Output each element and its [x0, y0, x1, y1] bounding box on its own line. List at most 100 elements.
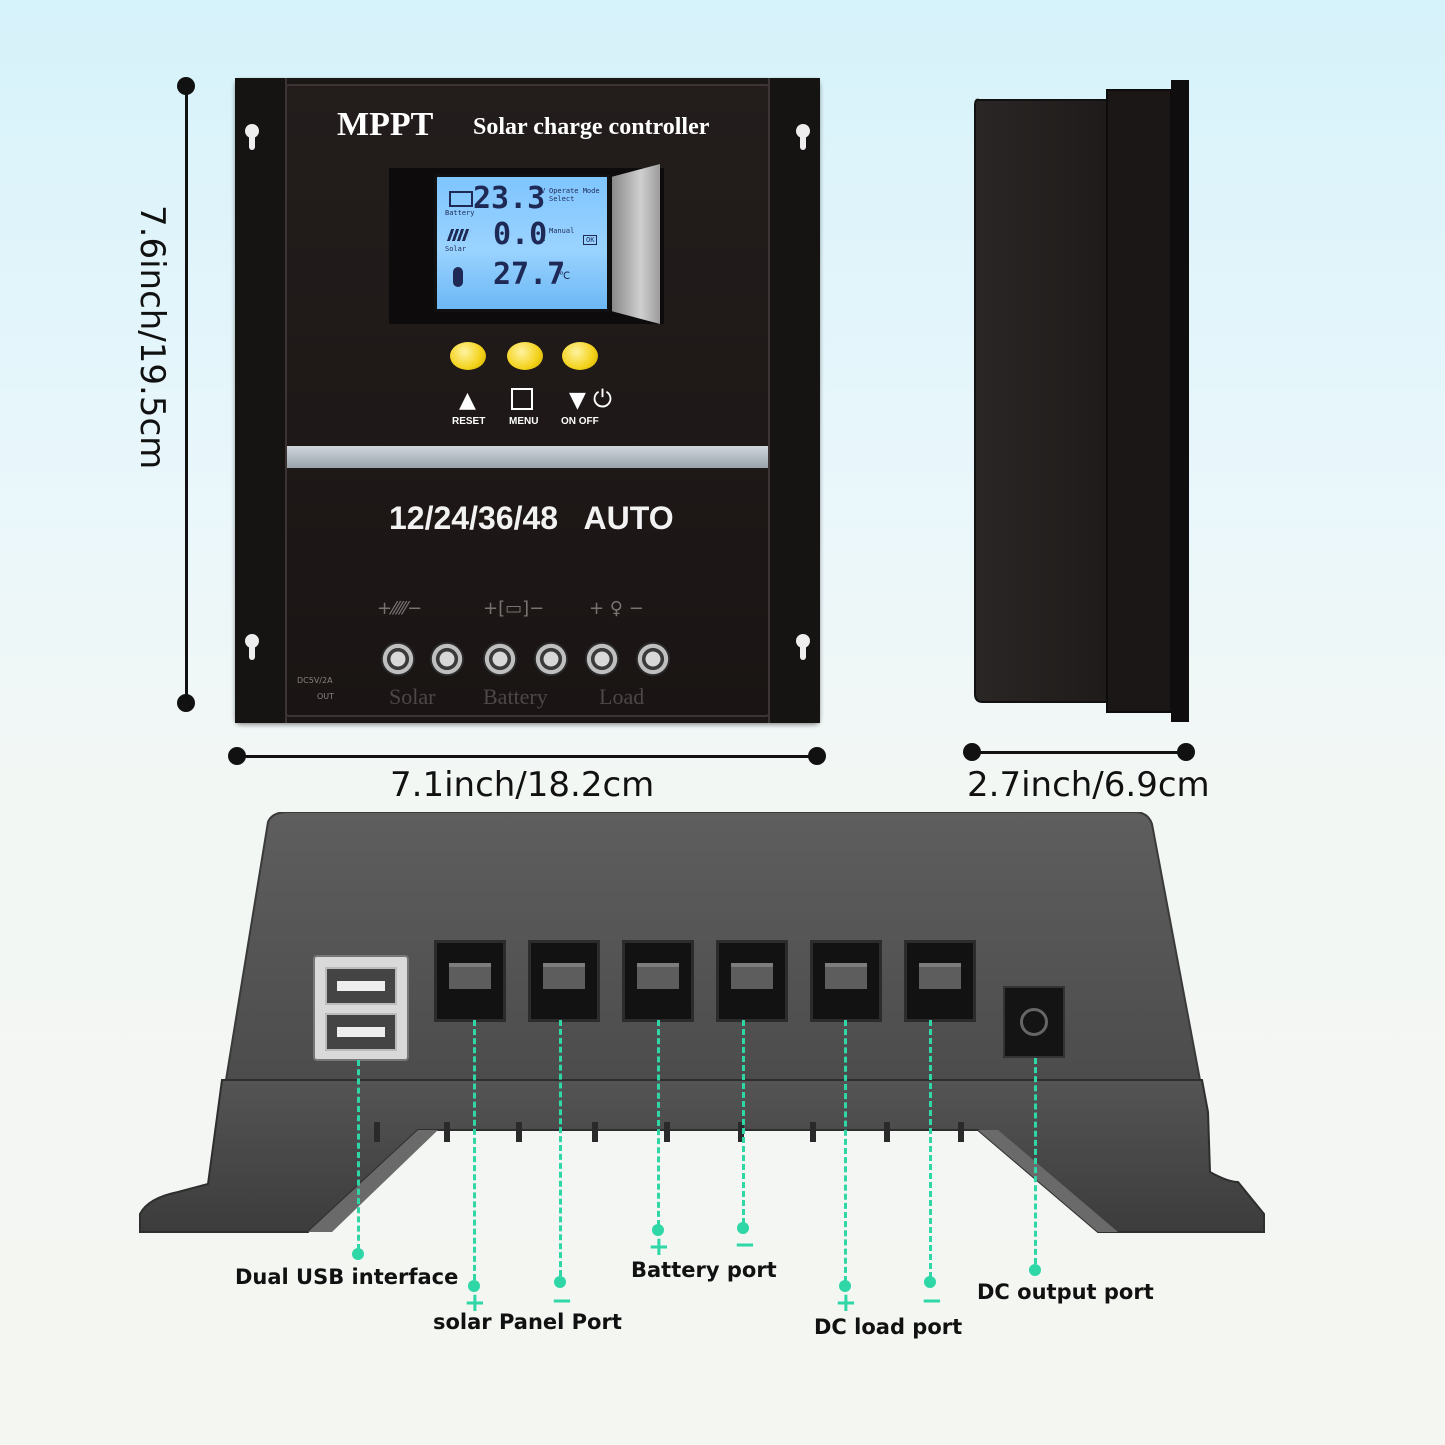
controller-faceplate: MPPT Solar charge controller Battery 23.…: [285, 84, 770, 717]
bottom-housing-shape: [139, 811, 1265, 1233]
lcd-temp-unit: ℃: [559, 271, 571, 282]
system-voltage-label: 12/24/36/48 AUTO: [389, 500, 674, 536]
solar-terminal-label: Solar: [389, 684, 436, 709]
lcd-screen: Battery 23.3 V Operate Mode Select Solar…: [434, 174, 610, 312]
battery-positive-leader-line: [657, 1020, 660, 1226]
side-profile-shape: [974, 80, 1189, 722]
solar-terminal-symbol-icon: +⁄⁄⁄⁄⁄−: [377, 598, 423, 619]
dual-usb-port: [313, 955, 409, 1061]
mounting-ear-left: [235, 78, 287, 723]
controller-bottom-view: [138, 811, 1266, 1234]
solar-negative-leader-line: [559, 1020, 562, 1276]
up-arrow-icon: ▲: [459, 388, 476, 413]
depth-dimension-right-dot: [1177, 743, 1195, 761]
depth-dimension-label: 2.7inch/6.9cm: [967, 765, 1210, 805]
height-dimension-top-dot: [177, 77, 195, 95]
load-plus-sign: +: [835, 1288, 857, 1318]
solar-panel-icon: [446, 229, 472, 241]
height-dimension-bottom-dot: [177, 694, 195, 712]
solar-plus-sign: +: [464, 1288, 486, 1318]
depth-dimension-left-dot: [963, 743, 981, 761]
controller-side-view: [973, 80, 1191, 722]
solar-negative-leader-dot: [554, 1276, 566, 1288]
solar-minus-sign: −: [551, 1286, 573, 1316]
down-arrow-icon: ▼: [569, 388, 586, 413]
mounting-hole-icon: [243, 124, 261, 150]
load-positive-screw: [585, 642, 619, 676]
battery-positive-screw: [483, 642, 517, 676]
dc-output-jack: [1003, 986, 1065, 1058]
lcd-amp-unit: A: [541, 235, 546, 243]
depth-dimension-line: [972, 751, 1186, 754]
reset-button-label: RESET: [452, 416, 486, 427]
solar-port-label: solar Panel Port: [433, 1310, 622, 1334]
battery-minus-sign: −: [734, 1230, 756, 1260]
load-negative-screw: [636, 642, 670, 676]
width-dimension-right-dot: [808, 747, 826, 765]
width-dimension-left-dot: [228, 747, 246, 765]
battery-plus-sign: +: [648, 1232, 670, 1262]
lcd-battery-label: Battery: [445, 209, 475, 217]
load-negative-leader-dot: [924, 1276, 936, 1288]
solar-positive-leader-line: [473, 1020, 476, 1280]
dc-output-leader-line: [1034, 1058, 1037, 1264]
lcd-ok-label: OK: [583, 235, 598, 245]
solar-current-readout: 0.0: [493, 217, 548, 252]
dc-output-leader-dot: [1029, 1264, 1041, 1276]
solar-positive-screw: [381, 642, 415, 676]
menu-button-label: MENU: [509, 416, 539, 427]
lcd-volt-unit: V: [541, 187, 546, 195]
usb-slot: [325, 967, 397, 1005]
usb-leader-dot: [352, 1248, 364, 1260]
battery-negative-screw: [534, 642, 568, 676]
height-dimension-label: 7.6inch/19.5cm: [132, 205, 172, 470]
menu-button[interactable]: [507, 342, 543, 370]
width-dimension-label: 7.1inch/18.2cm: [390, 765, 655, 805]
lcd-manual-label: Manual: [549, 227, 575, 235]
height-dimension-line: [185, 85, 188, 703]
solar-positive-port: [434, 940, 506, 1022]
battery-negative-leader-dot: [737, 1222, 749, 1234]
lcd-mode-line1: Operate Mode: [549, 187, 600, 195]
battery-icon: [449, 191, 473, 207]
down-onoff-button[interactable]: [562, 342, 598, 370]
brand-label: MPPT: [337, 106, 434, 143]
load-positive-port: [810, 940, 882, 1022]
lcd-cover-flap: [612, 164, 660, 324]
load-terminal-symbol-icon: + ♀ −: [589, 598, 644, 619]
controller-front-view: MPPT Solar charge controller Battery 23.…: [235, 78, 820, 723]
menu-icon: [511, 388, 533, 410]
battery-terminal-symbol-icon: +[▭]−: [483, 598, 545, 619]
battery-terminal-label: Battery: [483, 684, 548, 709]
mounting-hole-icon: [794, 634, 812, 660]
battery-port-label: Battery port: [631, 1258, 777, 1282]
dc-output-port-label: DC output port: [977, 1280, 1154, 1304]
usb-rating-label: DC5V/2A: [297, 676, 333, 685]
solar-positive-leader-dot: [468, 1280, 480, 1292]
reset-up-button[interactable]: [450, 342, 486, 370]
load-negative-leader-line: [929, 1020, 932, 1278]
usb-slot: [325, 1013, 397, 1051]
load-minus-sign: −: [921, 1286, 943, 1316]
onoff-button-label: ON OFF: [561, 416, 599, 427]
silver-divider-strip: [287, 446, 768, 468]
temperature-readout: 27.7: [493, 257, 566, 292]
battery-positive-leader-dot: [652, 1224, 664, 1236]
lcd-solar-label: Solar: [445, 245, 467, 253]
mounting-ear-right: [768, 78, 820, 723]
load-positive-leader-line: [844, 1020, 847, 1282]
thermometer-icon: [453, 267, 463, 287]
power-icon: ⏻: [593, 385, 612, 413]
mounting-hole-icon: [243, 634, 261, 660]
usb-out-label: OUT: [317, 692, 335, 701]
load-negative-port: [904, 940, 976, 1022]
load-port-label: DC load port: [814, 1315, 963, 1339]
load-positive-leader-dot: [839, 1280, 851, 1292]
product-label: Solar charge controller: [473, 114, 710, 140]
usb-leader-line: [357, 1060, 360, 1250]
solar-negative-screw: [430, 642, 464, 676]
solar-negative-port: [528, 940, 600, 1022]
battery-negative-port: [716, 940, 788, 1022]
battery-positive-port: [622, 940, 694, 1022]
width-dimension-line: [237, 755, 817, 758]
